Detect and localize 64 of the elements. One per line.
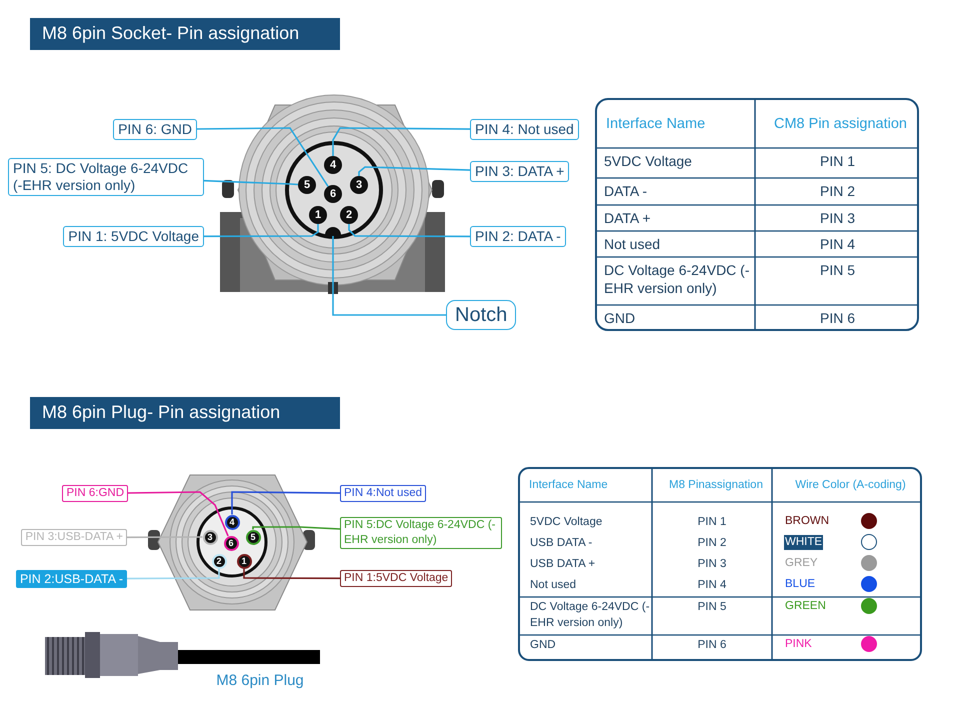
- callout-label: PIN 5: DC Voltage 6-24VDC (-EHR version only): [8, 158, 204, 196]
- signal-name: DC Voltage 6-24VDC (-EHR version only): [530, 600, 651, 631]
- callout-label: PIN 6:GND: [62, 485, 128, 502]
- leader-line: [332, 236, 446, 316]
- leader-line: [252, 526, 340, 530]
- callout-label: PIN 6: GND: [113, 119, 197, 140]
- leader-line: [204, 224, 319, 238]
- callout-label: Notch: [446, 300, 516, 330]
- wire-color-name: GREY: [784, 556, 819, 571]
- column-header: CM8 Pin assignation: [773, 114, 908, 134]
- callout-label: PIN 1:5VDC Voltage: [340, 570, 452, 587]
- leader-line: [127, 568, 220, 580]
- wire-color-name: WHITE: [784, 535, 824, 550]
- leader-line: [231, 491, 340, 514]
- wire-color-name: BLUE: [784, 577, 816, 592]
- leader-line: [358, 166, 470, 176]
- pin-number: PIN 1: [696, 515, 728, 530]
- pin-number: PIN 2: [696, 536, 728, 551]
- signal-name: USB DATA -: [530, 536, 594, 551]
- pin-number: PIN 6: [818, 309, 856, 328]
- signal-name: Not used: [604, 235, 662, 254]
- signal-name: 5VDC Voltage: [604, 152, 693, 171]
- pin-number: PIN 4: [696, 578, 728, 593]
- leader-line: [204, 180, 298, 186]
- callout-label: PIN 3: DATA +: [470, 161, 570, 182]
- callout-label: PIN 2: DATA -: [470, 226, 566, 247]
- column-header: Wire Color (A-coding): [794, 478, 907, 493]
- signal-name: Not used: [530, 578, 578, 593]
- signal-name: GND: [530, 638, 557, 653]
- callout-label: PIN 5:DC Voltage 6-24VDC (-EHR version only): [340, 517, 502, 549]
- pin-number: PIN 5: [818, 261, 856, 280]
- leader-line: [128, 491, 229, 536]
- callout-label: PIN 2:USB-DATA -: [16, 570, 127, 588]
- column-header: Interface Name: [528, 478, 609, 493]
- pin-number: PIN 5: [696, 600, 728, 615]
- leader-line: [348, 224, 470, 238]
- wire-color-name: PINK: [784, 637, 813, 652]
- callout-label: PIN 4: Not used: [470, 119, 579, 140]
- wire-color-name: GREEN: [784, 599, 827, 614]
- signal-name: DATA +: [604, 209, 652, 228]
- pin-number: PIN 4: [818, 235, 856, 254]
- section-heading: M8 6pin Socket- Pin assignation: [30, 18, 340, 50]
- section-heading: M8 6pin Plug- Pin assignation: [30, 397, 340, 429]
- signal-name: USB DATA +: [530, 557, 596, 572]
- signal-name: 5VDC Voltage: [530, 515, 604, 530]
- pin-number: PIN 6: [696, 638, 728, 653]
- leader-line: [127, 536, 202, 538]
- callout-label: PIN 1: 5VDC Voltage: [63, 226, 204, 247]
- leader-line: [332, 127, 470, 156]
- signal-name: DC Voltage 6-24VDC (-EHR version only): [604, 261, 751, 298]
- pin-number: PIN 3: [818, 209, 856, 228]
- pin-number: PIN 1: [818, 152, 856, 171]
- signal-name: GND: [604, 309, 636, 328]
- column-header: Interface Name: [605, 114, 706, 134]
- signal-name: DATA -: [604, 182, 648, 201]
- column-header: M8 Pinassignation: [668, 478, 764, 493]
- wire-color-name: BROWN: [784, 514, 830, 529]
- pin-number: PIN 3: [696, 557, 728, 572]
- drawing-caption: M8 6pin Plug: [215, 672, 305, 691]
- callout-label: PIN 3:USB-DATA +: [21, 529, 127, 546]
- pin-number: PIN 2: [818, 182, 856, 201]
- leader-line: [197, 127, 329, 187]
- leader-line: [243, 568, 340, 580]
- callout-label: PIN 4:Not used: [340, 485, 426, 502]
